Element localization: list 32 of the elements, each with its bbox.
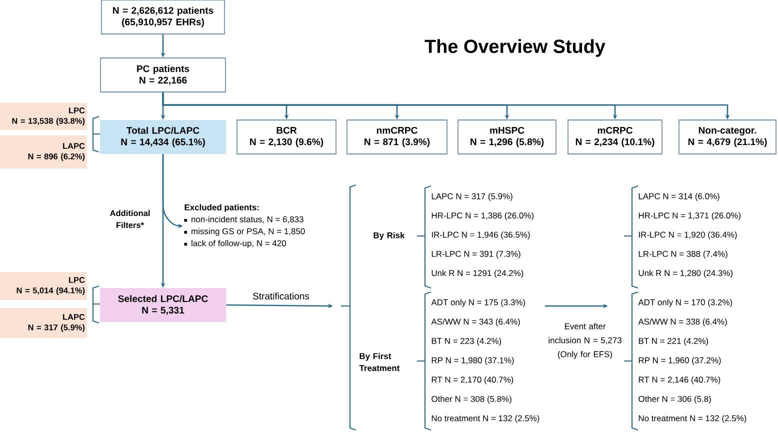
count-box: PC patients N = 22,166 xyxy=(100,58,226,92)
outcome-list: ADT only N = 175 (3.3%) AS/WW N = 343 (6.4%) BT N = 223 (4.2%) RP N = 1,980 (37.1%) RT N = 2,170 (40.7%) Other N = 308 (5.8%) No treatment N = 132 (2.5%) xyxy=(431,299,540,423)
list-item: LR-LPC N = 388 (7.4%) xyxy=(638,250,728,259)
list-item: IR-LPC N = 1,946 (36.5%) xyxy=(432,231,530,240)
list-item: LAPC N = 314 (6.0%) xyxy=(638,193,720,201)
list-item: HR-LPC N = 1,371 (26.0%) xyxy=(638,212,740,220)
count-box: Selected LPC/LAPC N = 5,331 xyxy=(100,288,226,322)
list-item: IR-LPC N = 1,920 (36.4%) xyxy=(638,231,737,240)
title: The Overview Study xyxy=(424,39,606,57)
subgroup-box: LAPC N = 317 (5.9%) xyxy=(0,308,87,338)
count-box: BCR N = 2,130 (9.6%) xyxy=(236,120,336,154)
count-box: mCRPC N = 2,234 (10.1%) xyxy=(568,120,662,154)
count-box: mHSPC N = 1,296 (5.8%) xyxy=(458,120,556,154)
edge-label: Additional Filters* xyxy=(104,209,156,230)
list-item: Unk R N = 1291 (24.2%) xyxy=(432,270,524,278)
count-box: Non-categor. N = 4,679 (21.1%) xyxy=(678,120,776,154)
subgroup-box: LAPC N = 896 (6.2%) xyxy=(0,136,87,168)
subgroup-box: LPC N = 13,538 (93.8%) xyxy=(0,103,87,130)
list-item: HR-LPC N = 1,386 (26.0%) xyxy=(432,212,534,220)
list-item: LAPC N = 317 (5.9%) xyxy=(432,193,512,201)
edge-label: Stratifications xyxy=(252,292,310,300)
edge-label: Event after inclusion N = 5,273 (Only for EFS) xyxy=(545,322,625,360)
group-label: By Risk xyxy=(374,232,405,240)
excluded-list: Excluded patients: non-incident status, N = 6,833 missing GS or PSA, N = 1,850 lack of follow-up, N = 420 xyxy=(184,204,305,248)
list-item: Unk R N = 1,280 (24.3%) xyxy=(638,270,732,278)
bracket xyxy=(340,184,357,431)
count-box: Total LPC/LAPC N = 14,434 (65.1%) xyxy=(100,120,226,154)
list-item: LR-LPC N = 391 (7.3%) xyxy=(432,250,520,259)
outcome-list: ADT only N = 170 (3.2%) AS/WW N = 338 (6.4%) BT N = 221 (4.2%) RP N = 1,960 (37.2%) RT N = 2,146 (40.7%) Other N = 306 (5.8) No treatment N = 132 (2.5%) xyxy=(638,299,746,423)
count-box: nmCRPC N = 871 (3.9%) xyxy=(346,120,448,154)
count-box: N = 2,626,612 patients (65,910,957 EHRs) xyxy=(101,0,225,34)
subgroup-box: LPC N = 5,014 (94.1%) xyxy=(0,272,87,300)
